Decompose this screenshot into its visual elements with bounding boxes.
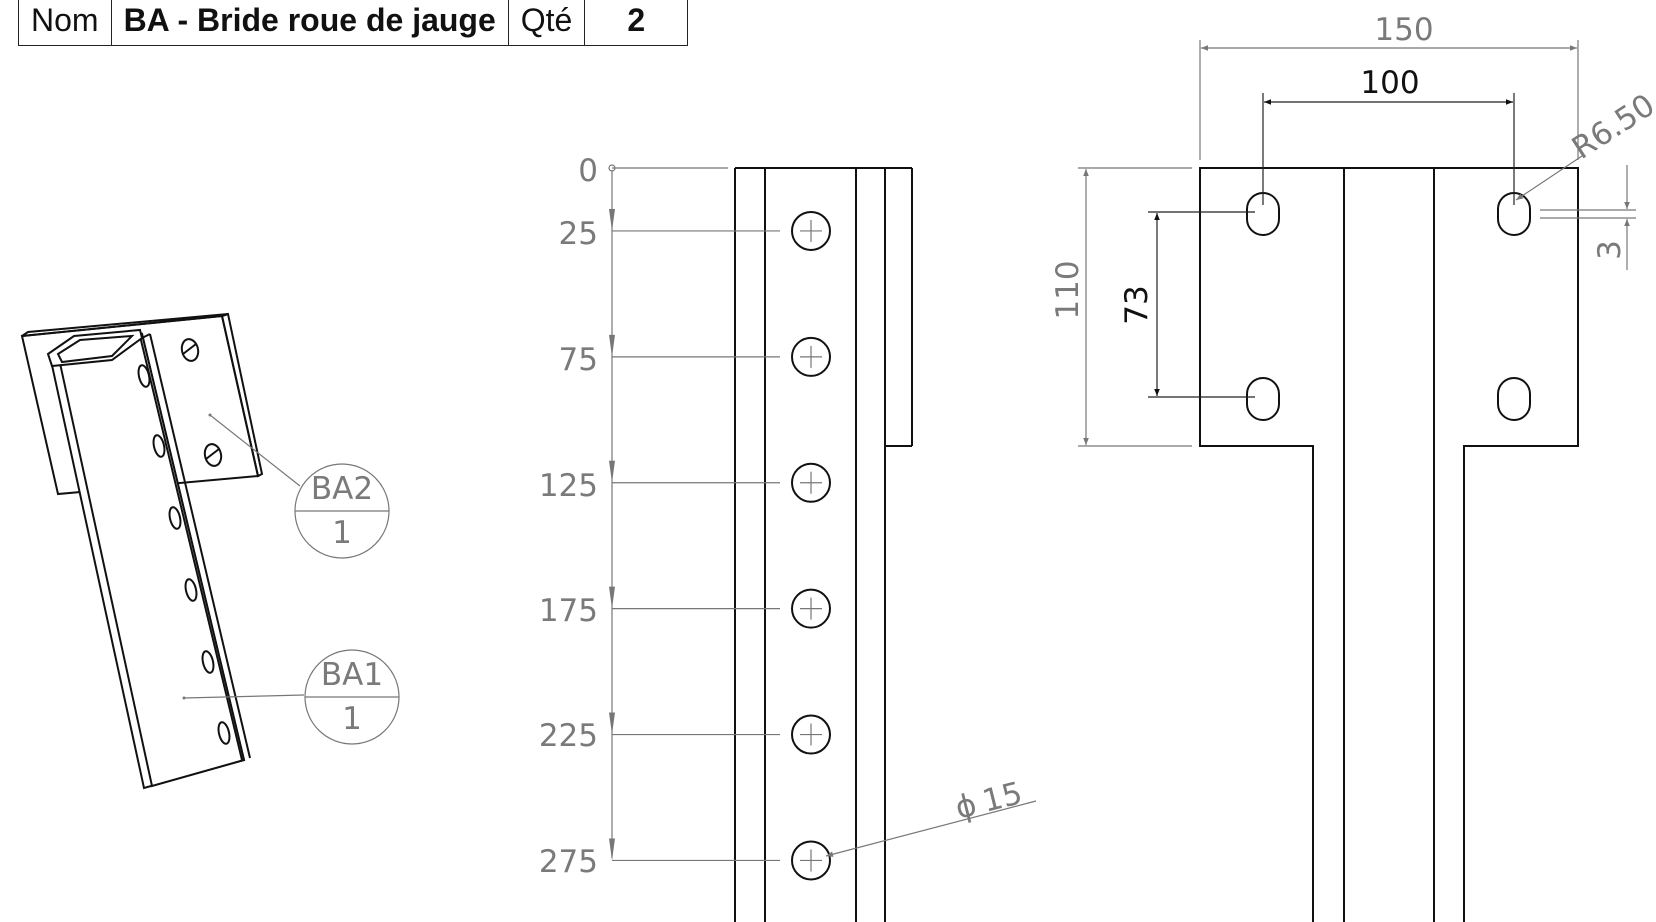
balloon-ba2-label: BA2 xyxy=(311,471,373,507)
front-view-outline xyxy=(1199,167,1579,922)
hole-spacing-horizontal-value: 100 xyxy=(1360,65,1419,101)
side-hole-center-mark xyxy=(800,345,822,368)
side-hole-center-mark xyxy=(800,219,822,242)
balloon-ba2-qty: 1 xyxy=(332,515,352,551)
side-hole xyxy=(791,462,831,503)
side-view-outline xyxy=(734,167,913,922)
side-hole xyxy=(791,210,831,251)
ordinate-arrow xyxy=(609,586,615,609)
ordinate-arrow xyxy=(609,460,615,483)
balloon-ba1-qty: 1 xyxy=(342,701,362,737)
qty-label: Qté xyxy=(507,0,586,46)
ordinate-dimensions: 0 25 75 125 175 225 275 xyxy=(539,153,780,880)
ordinate-arrow xyxy=(609,838,615,861)
side-hole-center-mark xyxy=(800,849,822,872)
side-hole-center-mark xyxy=(800,723,822,746)
slot-radius-value: R6.50 xyxy=(1566,87,1656,167)
side-hole xyxy=(791,714,831,755)
dim-overall-width: 150 xyxy=(1199,12,1579,160)
side-hole-center-mark xyxy=(800,471,822,494)
ordinate-arrow xyxy=(609,334,615,357)
hole-diameter-callout: ϕ 15 xyxy=(825,775,1037,857)
title-block: Nom BA - Bride roue de jauge Qté 2 xyxy=(18,0,689,46)
overall-width-value: 150 xyxy=(1374,12,1433,48)
side-hole xyxy=(791,588,831,629)
ordinate-175: 175 xyxy=(539,593,598,629)
qty-value: 2 xyxy=(584,0,689,46)
balloon-ba1: BA1 1 xyxy=(182,649,400,745)
iso-tube xyxy=(46,328,251,790)
flange-height-value: 110 xyxy=(1050,260,1086,319)
side-view-holes xyxy=(791,210,831,881)
dim-slot-offset: 3 xyxy=(1540,165,1636,270)
name-label: Nom xyxy=(18,0,112,46)
iso-flange-holes xyxy=(180,338,223,467)
diameter-symbol: ϕ xyxy=(952,787,981,827)
ordinate-0: 0 xyxy=(578,153,598,189)
hole-spacing-vertical-value: 73 xyxy=(1119,285,1155,324)
side-hole xyxy=(791,336,831,377)
dim-flange-height: 110 xyxy=(1050,167,1192,447)
ordinate-arrow xyxy=(609,712,615,735)
balloon-ba1-label: BA1 xyxy=(321,657,383,693)
ordinate-225: 225 xyxy=(539,718,598,754)
side-hole xyxy=(791,840,831,881)
ordinate-75: 75 xyxy=(559,342,598,378)
ordinate-275: 275 xyxy=(539,844,598,880)
front-view-slots xyxy=(1246,192,1531,421)
side-hole-center-mark xyxy=(800,597,822,620)
ordinate-125: 125 xyxy=(539,468,598,504)
dim-hole-spacing-vertical: 73 xyxy=(1119,211,1255,398)
hole-diameter-value: 15 xyxy=(979,775,1026,819)
balloon-ba2: BA2 1 xyxy=(208,413,390,559)
dim-hole-spacing-horizontal: 100 xyxy=(1262,65,1515,205)
part-name: BA - Bride roue de jauge xyxy=(110,0,509,46)
iso-flange xyxy=(20,312,264,496)
iso-tube-holes xyxy=(137,364,231,745)
slot-offset-value: 3 xyxy=(1592,240,1628,260)
side-view: 0 25 75 125 175 225 275 ϕ 15 xyxy=(539,153,1037,922)
isometric-view: BA2 1 BA1 1 xyxy=(20,312,400,790)
ordinate-25: 25 xyxy=(559,216,598,252)
front-view: 150 100 110 73 R6.50 3 xyxy=(1050,12,1656,922)
dim-slot-radius: R6.50 xyxy=(1515,87,1656,201)
ordinate-arrow xyxy=(609,208,615,231)
